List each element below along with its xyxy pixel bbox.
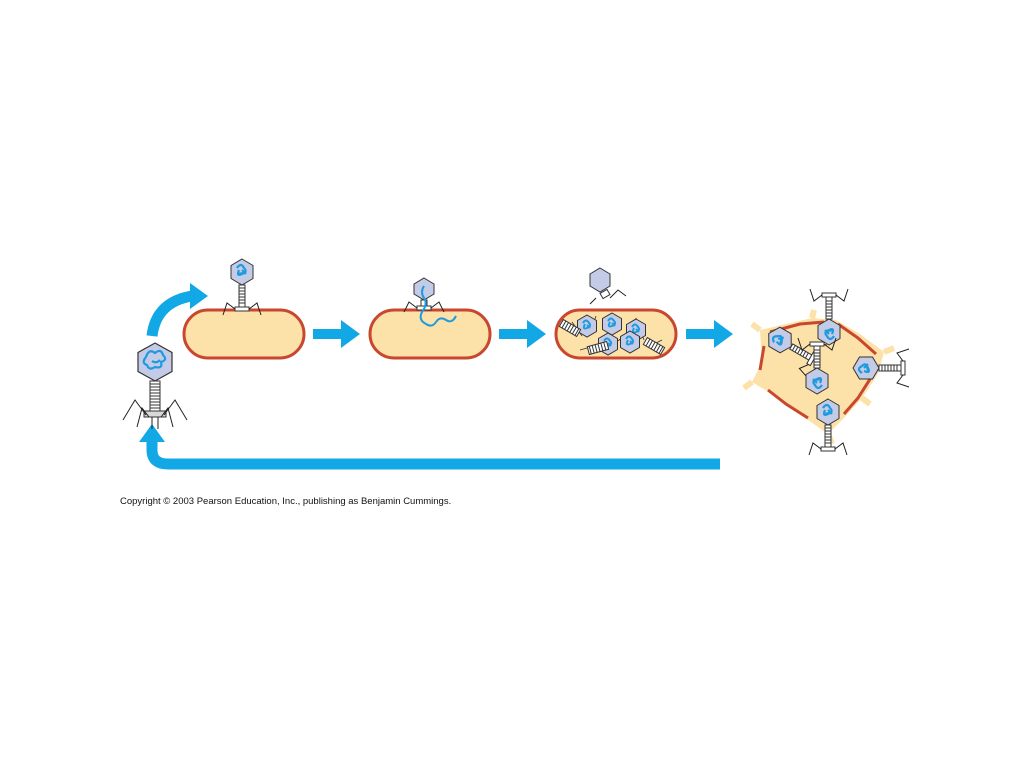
- injected-dna: [419, 285, 457, 327]
- assembly-stage: [554, 267, 678, 360]
- attachment-stage: [182, 257, 306, 360]
- return-arrowhead: [139, 424, 165, 442]
- step-arrow-3: [686, 320, 733, 348]
- exiting-phage: [589, 267, 627, 305]
- bacterium-1: [182, 308, 306, 360]
- attach-arrowhead: [190, 283, 208, 309]
- return-arrow: [146, 440, 720, 470]
- cycle-arrows: [139, 283, 733, 470]
- copyright-text: Copyright © 2003 Pearson Education, Inc.…: [120, 496, 452, 507]
- ruptured-membrane-4: [767, 388, 809, 420]
- ruptured-membrane-3: [842, 375, 874, 415]
- free-phage: [121, 341, 189, 431]
- ruptured-membrane-5: [758, 345, 766, 371]
- bacterium-2: [368, 308, 492, 360]
- attached-phage: [221, 257, 263, 317]
- lysis-stage: [742, 287, 911, 457]
- injection-stage: [368, 277, 492, 360]
- step-arrow-2: [499, 320, 546, 348]
- attach-arrow: [146, 290, 194, 337]
- ruptured-membrane-2: [837, 322, 877, 356]
- step-arrow-1: [313, 320, 360, 348]
